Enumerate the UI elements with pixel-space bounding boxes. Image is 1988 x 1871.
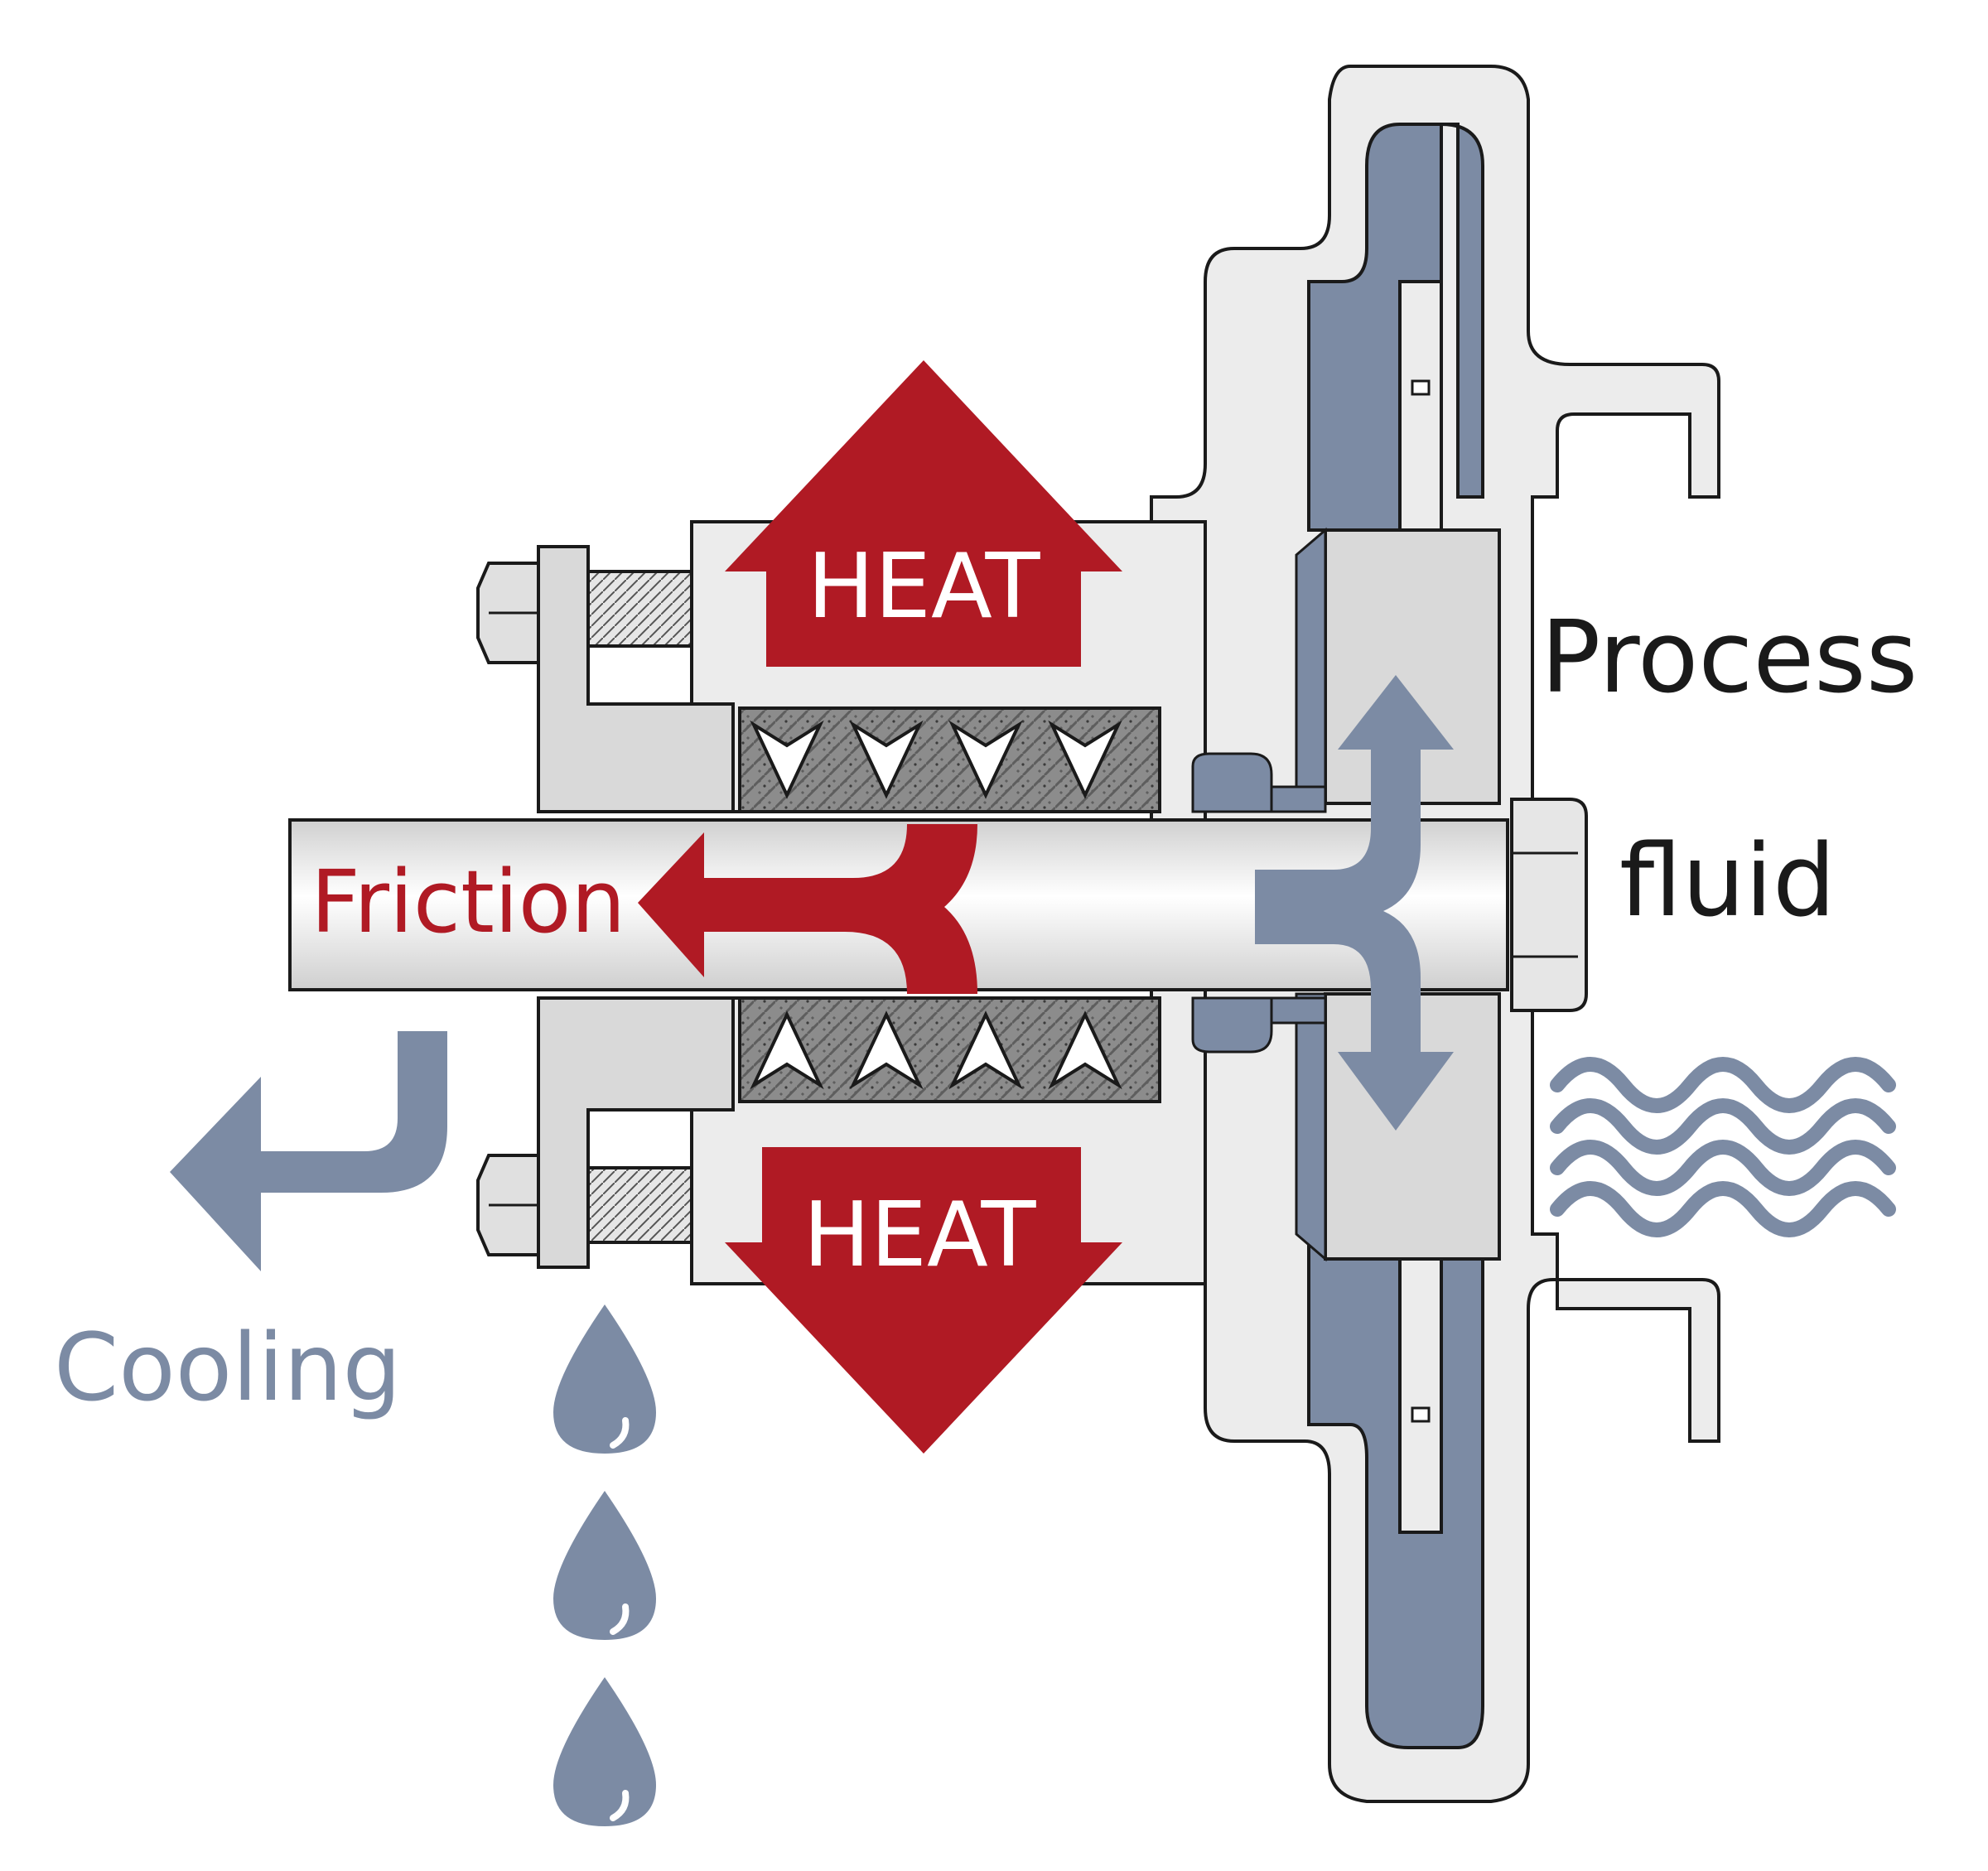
friction-arrow (638, 824, 977, 994)
wave-1 (1550, 1057, 1896, 1113)
fluid-strip-top (1270, 785, 1327, 813)
heat-label-bottom: HEAT (803, 1184, 1037, 1287)
packing-chevron-top-2 (849, 720, 924, 799)
wave-4 (1550, 1181, 1896, 1237)
fluid-strip-bottom (1270, 996, 1327, 1025)
packing-chevron-bottom-2 (849, 1010, 924, 1090)
heat-arrow-up (725, 360, 1122, 667)
bolt-thread-bottom (586, 1166, 693, 1244)
throat-fluid-top (1191, 752, 1273, 813)
water-drop-3 (553, 1677, 656, 1826)
water-drops (553, 1304, 656, 1826)
impeller-plate-bottom (1398, 1257, 1443, 1534)
packing-chevrons-bottom (750, 1010, 1122, 1090)
process-label: Process (1541, 600, 1918, 716)
packing-chevron-bottom-3 (948, 1010, 1023, 1090)
impeller-hub-top (1324, 528, 1501, 805)
fluid-gap-bottom (1295, 992, 1327, 1262)
wave-2 (1550, 1098, 1896, 1155)
packing-chevron-top-4 (1048, 720, 1122, 799)
impeller-plate-top (1398, 280, 1443, 532)
water-drop-2 (553, 1491, 656, 1640)
packing-chevron-bottom-4 (1048, 1010, 1122, 1090)
cooling-label: Cooling (54, 1314, 402, 1422)
water-drop-1 (553, 1304, 656, 1454)
bolt-thread-top (586, 570, 693, 648)
cooling-arrow (170, 1031, 447, 1271)
casing-fluid-channel-right (1440, 123, 1484, 499)
fluid-gap-top (1295, 527, 1327, 805)
packing-chevron-top-3 (948, 720, 1023, 799)
heat-label-top: HEAT (808, 535, 1041, 639)
fluid-waves (1550, 1057, 1896, 1237)
throat-fluid-bottom (1191, 996, 1273, 1054)
impeller-slot-top (1411, 379, 1431, 396)
process-flow-arrow (1255, 675, 1454, 1131)
packing-chevron-top-1 (750, 720, 824, 799)
heat-arrow-down (725, 1147, 1122, 1454)
friction-label: Friction (311, 851, 625, 952)
impeller-slot-bottom (1411, 1406, 1431, 1423)
fluid-label: fluid (1619, 824, 1836, 939)
packing-chevrons-top (750, 720, 1122, 799)
shaft-nut (1510, 798, 1588, 1012)
wave-3 (1550, 1140, 1896, 1196)
packing-chevron-bottom-1 (750, 1010, 824, 1090)
